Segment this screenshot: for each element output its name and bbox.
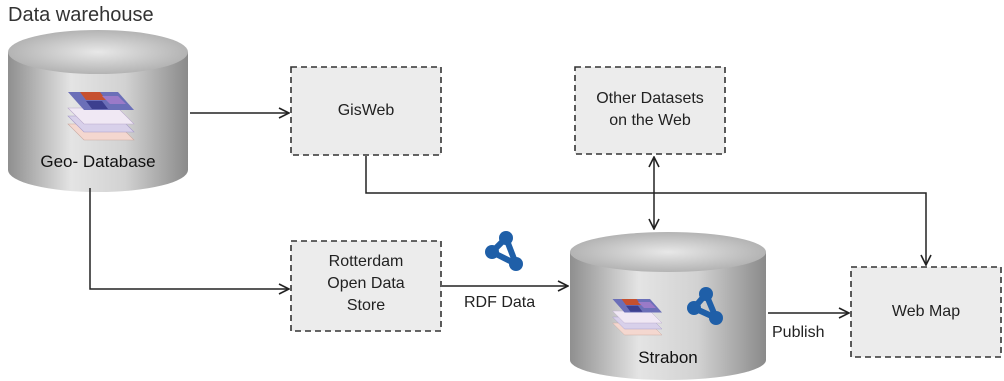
other-datasets-box [574, 66, 726, 155]
publish-label: Publish [772, 324, 825, 341]
diagram-title: Data warehouse [8, 4, 154, 26]
rotterdam-line-2: Open Data [327, 275, 405, 292]
other-datasets-label: Other Datasets on the Web [575, 88, 725, 132]
arrow-gisweb-to-webmap [365, 156, 926, 265]
rotterdam-line-3: Store [346, 297, 386, 314]
gisweb-label: GisWeb [337, 102, 395, 119]
rotterdam-box [290, 240, 442, 332]
rdf-graph-icon [687, 287, 723, 325]
map-layers-icon [67, 92, 135, 141]
geo-database-label: Geo- Database [40, 152, 156, 171]
rdf-data-label: RDF Data [464, 294, 536, 311]
other-datasets-line-1: Other Datasets [596, 90, 704, 107]
gisweb-box [290, 66, 442, 156]
other-datasets-line-2: on the Web [609, 112, 691, 129]
rotterdam-line-1: Rotterdam [328, 253, 404, 270]
strabon-label: Strabon [638, 348, 698, 367]
strabon-cylinder [570, 232, 766, 380]
arrow-geodb-to-rotterdam [89, 188, 289, 289]
web-map-box [850, 266, 1002, 358]
rdf-graph-icon [485, 231, 523, 271]
rotterdam-label: Rotterdam Open Data Store [291, 251, 441, 317]
map-layers-icon [611, 299, 663, 336]
web-map-label: Web Map [891, 303, 961, 320]
